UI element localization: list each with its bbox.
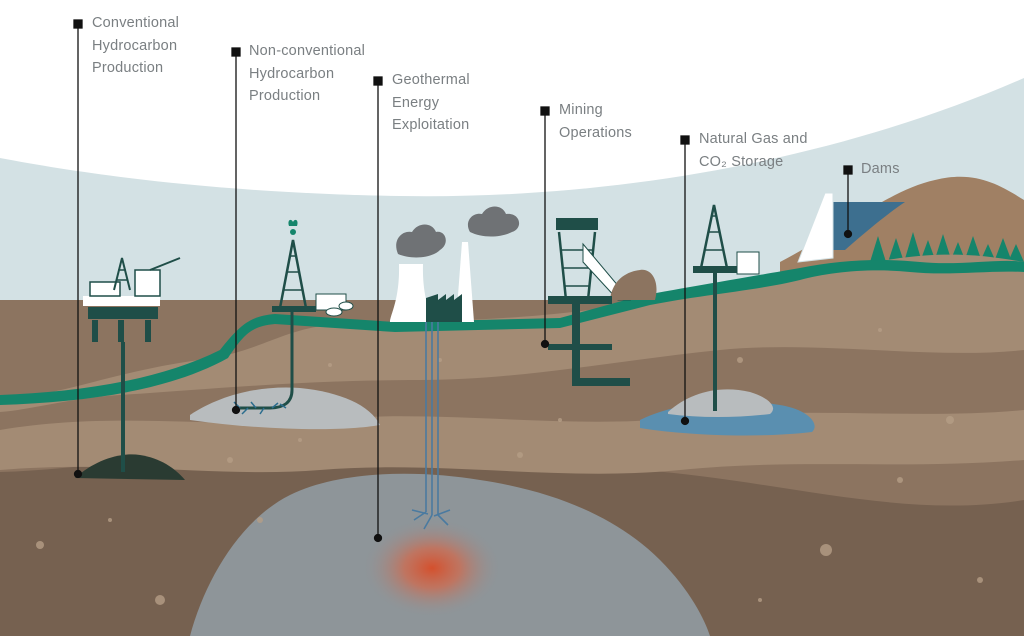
callout-line: Hydrocarbon: [249, 65, 335, 82]
cloud-band: [0, 0, 1024, 197]
callout-line: Geothermal: [392, 72, 470, 88]
ground-surface: [0, 260, 1024, 405]
callout-line: Production: [92, 60, 164, 76]
callout-dams: Dams: [861, 158, 900, 181]
gas-storage-rig: [693, 204, 760, 411]
shale-lens: [190, 387, 380, 430]
callout-line: Dams: [861, 161, 900, 177]
mine-headframe: [548, 218, 657, 386]
callout-line: Operations: [559, 124, 632, 141]
callout-conventional: Conventional Hydrocarbon Production: [92, 12, 179, 80]
storage-rock: [668, 389, 774, 417]
callout-line: Non-conventional: [249, 43, 366, 59]
oil-deposit: [75, 454, 185, 480]
callout-mining: Mining Operations: [559, 99, 632, 144]
offshore-platform: [83, 257, 181, 472]
callout-line: Hydrocarbon: [92, 37, 178, 54]
callout-geothermal: Geothermal Energy Exploitation: [392, 69, 470, 137]
fracking-rig: [240, 219, 354, 410]
callout-line: Natural Gas and: [699, 131, 808, 147]
callout-line: Mining: [559, 102, 603, 118]
dam: [797, 192, 834, 263]
callout-line: Production: [249, 88, 321, 104]
fracture-lines: [233, 401, 287, 415]
soil-top: [0, 254, 1024, 412]
callout-nonconventional: Non-conventional Hydrocarbon Production: [249, 40, 365, 108]
soil-speckles: [36, 328, 983, 605]
geothermal-plant: [390, 206, 520, 530]
callout-line: Exploitation: [392, 117, 470, 133]
callout-line: Conventional: [92, 15, 180, 31]
callout-leaders: [73, 19, 853, 543]
callout-gas-storage: Natural Gas and CO₂ Storage: [699, 128, 808, 173]
callout-line: CO₂ Storage: [699, 153, 784, 170]
callout-line: Energy: [392, 94, 440, 111]
heat-source: [362, 518, 502, 618]
